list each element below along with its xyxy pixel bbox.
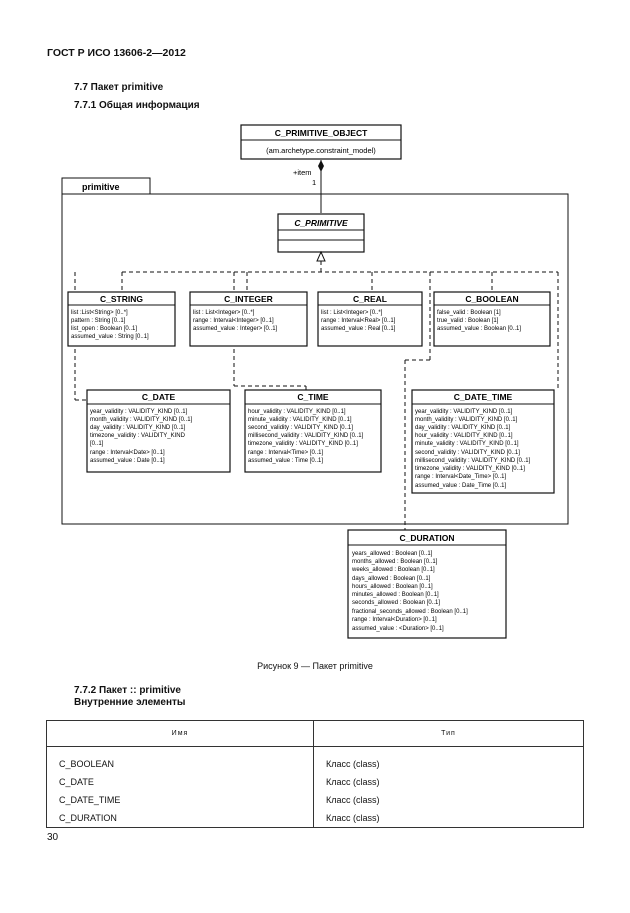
- class-c-boolean: C_BOOLEAN false_valid : Boolean [1] true…: [433, 291, 551, 347]
- class-attribute: day_validity : VALIDITY_KIND [0..1]: [90, 425, 186, 431]
- class-attribute: assumed_value : Boolean [0..1]: [437, 326, 521, 332]
- class-name: C_DURATION: [399, 533, 454, 543]
- class-name: C_REAL: [353, 294, 387, 304]
- table-spacer: [46, 746, 584, 755]
- class-c-primitive: C_PRIMITIVE: [277, 213, 365, 253]
- class-attribute: minute_validity : VALIDITY_KIND [0..1]: [248, 417, 352, 423]
- class-attribute: range : Interval<Time> [0..1]: [248, 450, 323, 456]
- class-name: C_STRING: [100, 294, 143, 304]
- class-attribute: month_validity : VALIDITY_KIND [0..1]: [415, 417, 518, 423]
- class-attribute: true_valid : Boolean [1]: [437, 318, 499, 324]
- class-attribute: range : Interval<Duration> [0..1]: [352, 617, 437, 623]
- table-cell: Класс (class): [313, 755, 584, 773]
- class-attribute: hours_allowed : Boolean [0..1]: [352, 584, 433, 590]
- class-name: C_DATE_TIME: [454, 392, 513, 402]
- class-c-date: C_DATE year_validity : VALIDITY_KIND [0.…: [86, 389, 231, 473]
- class-attribute: range : Interval<Date> [0..1]: [90, 450, 165, 456]
- table-row: C_DATE Класс (class): [46, 773, 584, 791]
- class-attribute: second_validity : VALIDITY_KIND [0..1]: [415, 450, 520, 456]
- figure-caption: Рисунок 9 — Пакет primitive: [257, 661, 373, 671]
- class-attribute: timezone_validity : VALIDITY_KIND [0..1]: [248, 441, 358, 447]
- class-attribute: assumed_value : Date_Time [0..1]: [415, 483, 506, 489]
- class-attribute: assumed_value : Real [0..1]: [321, 326, 396, 332]
- table-cell: Класс (class): [313, 791, 584, 809]
- class-attribute: range : Interval<Integer> [0..1]: [193, 318, 274, 324]
- class-c-date-time: C_DATE_TIME year_validity : VALIDITY_KIN…: [411, 389, 555, 494]
- class-attribute: fractional_seconds_allowed : Boolean [0.…: [352, 609, 468, 615]
- class-attribute: millisecond_validity : VALIDITY_KIND [0.…: [248, 433, 364, 439]
- class-attribute: minute_validity : VALIDITY_KIND [0..1]: [415, 441, 519, 447]
- composition-diamond: [318, 160, 324, 172]
- package-frame: primitive: [61, 177, 569, 525]
- class-attribute: assumed_value : Date [0..1]: [90, 458, 165, 464]
- table-row: C_BOOLEAN Класс (class): [46, 755, 584, 773]
- table-cell: C_DATE_TIME: [46, 791, 314, 809]
- class-attribute: pattern : String [0..1]: [71, 318, 126, 324]
- class-attribute: list :List<String> [0..*]: [71, 310, 128, 316]
- class-attribute: timezone_validity : VALIDITY_KIND [0..1]: [415, 466, 525, 472]
- class-attribute: year_validity : VALIDITY_KIND [0..1]: [415, 409, 513, 415]
- column-header-type: Тип: [313, 720, 584, 747]
- class-c-time: C_TIME hour_validity : VALIDITY_KIND [0.…: [244, 389, 382, 473]
- subsection-subtitle: Внутренние элементы: [74, 697, 186, 708]
- class-attribute: (am.archetype.constraint_model): [266, 146, 376, 155]
- class-attribute: assumed_value : <Duration> [0..1]: [352, 626, 444, 632]
- class-attribute: assumed_value : Time [0..1]: [248, 458, 323, 464]
- class-name: C_BOOLEAN: [465, 294, 518, 304]
- class-attribute: list_open : Boolean [0..1]: [71, 326, 137, 332]
- class-attribute: months_allowed : Boolean [0..1]: [352, 559, 438, 565]
- class-c-duration: C_DURATION years_allowed : Boolean [0..1…: [347, 529, 507, 639]
- association-multiplicity: 1: [312, 178, 316, 187]
- class-attribute: years_allowed : Boolean [0..1]: [352, 551, 433, 557]
- class-attribute: seconds_allowed : Boolean [0..1]: [352, 600, 440, 606]
- table-row: C_DATE_TIME Класс (class): [46, 791, 584, 809]
- class-attribute: second_validity : VALIDITY_KIND [0..1]: [248, 425, 353, 431]
- table-cell: C_BOOLEAN: [46, 755, 314, 773]
- class-attribute: hour_validity : VALIDITY_KIND [0..1]: [248, 409, 346, 415]
- class-attribute: assumed_value : Integer> [0..1]: [193, 326, 278, 332]
- table-cell: C_DURATION: [46, 809, 314, 828]
- document-header: ГОСТ Р ИСО 13606-2—2012: [47, 47, 186, 59]
- class-attribute: year_validity : VALIDITY_KIND [0..1]: [90, 409, 188, 415]
- class-name: C_PRIMITIVE: [294, 218, 348, 228]
- class-attribute: weeks_allowed : Boolean [0..1]: [351, 567, 435, 573]
- class-name: C_PRIMITIVE_OBJECT: [275, 128, 368, 138]
- class-attribute: hour_validity : VALIDITY_KIND [0..1]: [415, 433, 513, 439]
- section-subtitle: 7.7.1 Общая информация: [74, 100, 200, 111]
- class-c-primitive-object: C_PRIMITIVE_OBJECT (am.archetype.constra…: [240, 124, 402, 160]
- class-c-real: C_REAL list : List<Integer> [0..*] range…: [317, 291, 423, 347]
- class-attribute: range : Interval<Real> [0..1]: [321, 318, 396, 324]
- class-c-string: C_STRING list :List<String> [0..*] patte…: [67, 291, 176, 347]
- column-header-name: Имя: [46, 720, 314, 747]
- table-header-row: Имя Тип: [46, 720, 584, 747]
- class-attribute: minutes_allowed : Boolean [0..1]: [352, 592, 439, 598]
- class-name: C_TIME: [297, 392, 329, 402]
- section-title: 7.7 Пакет primitive: [74, 82, 164, 93]
- class-attribute: timezone_validity : VALIDITY_KIND: [90, 433, 186, 439]
- package-name: primitive: [82, 182, 120, 192]
- class-attribute: assumed_value : String [0..1]: [71, 334, 149, 340]
- table-cell: C_DATE: [46, 773, 314, 791]
- class-attribute: list : List<Integer> [0..*]: [193, 310, 255, 316]
- class-attribute: list : List<Integer> [0..*]: [321, 310, 383, 316]
- class-attribute: day_validity : VALIDITY_KIND [0..1]: [415, 425, 511, 431]
- page-number: 30: [47, 832, 59, 843]
- class-name: C_DATE: [142, 392, 176, 402]
- class-c-integer: C_INTEGER list : List<Integer> [0..*] ra…: [189, 291, 308, 347]
- association-role: +item: [293, 168, 312, 177]
- class-attribute: millisecond_validity : VALIDITY_KIND [0.…: [415, 458, 531, 464]
- class-attribute: range : Interval<Date_Time> [0..1]: [415, 474, 506, 480]
- class-attribute: days_allowed : Boolean [0..1]: [352, 576, 431, 582]
- table-cell: Класс (class): [313, 773, 584, 791]
- class-name: C_INTEGER: [224, 294, 273, 304]
- table-cell: Класс (class): [313, 809, 584, 828]
- uml-class-diagram: primitive C_PRIMITIVE_OBJECT (am.archety…: [61, 124, 569, 639]
- class-attribute: false_valid : Boolean [1]: [437, 310, 501, 316]
- class-attribute: [0..1]: [90, 441, 104, 447]
- internal-elements-table: Имя Тип C_BOOLEAN Класс (class) C_DATE К…: [46, 720, 584, 828]
- subsection-title: 7.7.2 Пакет :: primitive: [74, 685, 181, 696]
- class-attribute: month_validity : VALIDITY_KIND [0..1]: [90, 417, 193, 423]
- table-row: C_DURATION Класс (class): [46, 809, 584, 828]
